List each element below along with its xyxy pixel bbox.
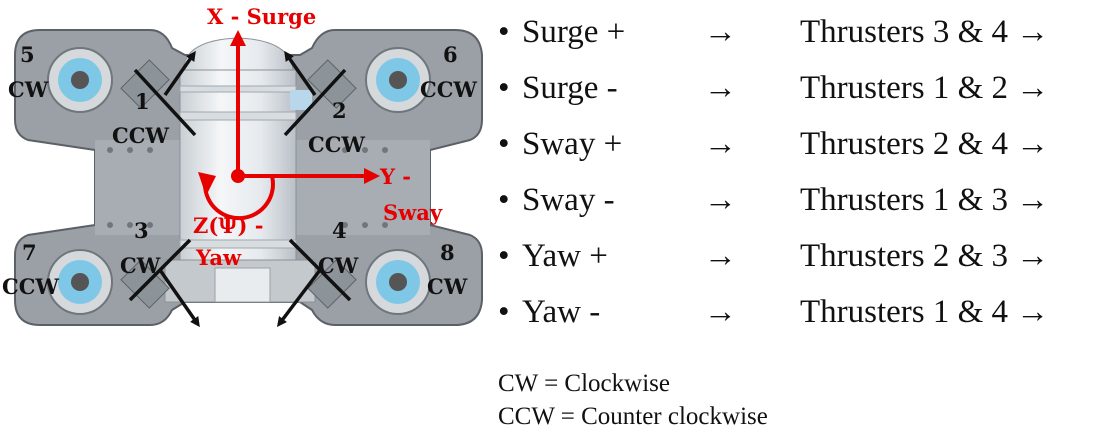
bullet: • (498, 14, 510, 50)
thruster-8-direction: CW (427, 274, 468, 299)
origin-point (231, 169, 245, 183)
right-arrow-icon: → (704, 126, 737, 162)
motion-label: Sway + (522, 126, 623, 162)
thruster-5-number: 5 (20, 42, 35, 67)
vertical-thruster-7 (47, 249, 113, 315)
bullet: • (498, 238, 510, 274)
thrust-arrow-2 (283, 68, 347, 137)
y-axis-label-line1: Y - (379, 164, 411, 189)
bullet: • (498, 126, 510, 162)
thruster-labels: 5 CW 6 CCW 1 CCW 2 CCW 3 CW 4 CW 7 CCW 8… (2, 42, 477, 299)
thrust-arrow-4-head (276, 268, 322, 327)
motion-label: Yaw + (522, 238, 608, 274)
thrusters-label: Thrusters 2 & 4 → (800, 126, 1050, 162)
motion-label: Surge + (522, 14, 626, 50)
right-arrow-icon: → (704, 294, 737, 330)
thrust-arrow-3-head (158, 268, 200, 328)
bullet: • (498, 182, 510, 218)
thruster-2-direction: CCW (308, 132, 365, 157)
bullet: • (498, 70, 510, 106)
legend-cw: CW = Clockwise (498, 370, 670, 397)
thruster-3-direction: CW (120, 253, 161, 278)
motion-label: Yaw - (522, 294, 601, 330)
z-axis-label-line2: Yaw (195, 245, 242, 270)
vertical-thruster-6 (365, 47, 431, 113)
legend-ccw: CCW = Counter clockwise (498, 403, 768, 430)
thrusters-label: Thrusters 1 & 4 → (800, 294, 1050, 330)
motion-label: Surge - (522, 70, 618, 106)
bullet: • (498, 294, 510, 330)
thrust-arrow-1 (133, 68, 197, 137)
thruster-3-number: 3 (134, 218, 149, 243)
thrusters-label: Thrusters 1 & 3 → (800, 182, 1050, 218)
thruster-7-direction: CCW (2, 274, 59, 299)
thruster-7-number: 7 (22, 240, 37, 265)
right-arrow-icon: → (704, 182, 737, 218)
thruster-8-number: 8 (440, 240, 455, 265)
z-axis-label-line1: Z(Ψ) - (193, 213, 263, 238)
thruster-1-number: 1 (135, 89, 150, 114)
thruster-6-direction: CCW (420, 77, 477, 102)
thrusters-label: Thrusters 2 & 3 → (800, 238, 1050, 274)
right-arrow-icon: → (704, 70, 737, 106)
right-arrow-icon: → (704, 14, 737, 50)
thruster-4-number: 4 (332, 218, 347, 243)
thruster-4-direction: CW (318, 253, 359, 278)
thruster-1-direction: CCW (112, 123, 169, 148)
x-axis-label: X - Surge (207, 4, 316, 29)
right-arrow-icon: → (704, 238, 737, 274)
yaw-arc-arrow (203, 175, 275, 221)
thruster-6-number: 6 (443, 42, 458, 67)
body-axes (198, 30, 380, 221)
thrusters-label: Thrusters 3 & 4 → (800, 14, 1050, 50)
motion-label: Sway - (522, 182, 615, 218)
y-axis-label-line2: Sway (383, 200, 443, 225)
thruster-5-direction: CW (8, 77, 49, 102)
thrust-arrows (128, 50, 352, 328)
vertical-thruster-5 (47, 47, 113, 113)
thruster-2-number: 2 (332, 98, 347, 123)
thrust-arrow-2-head (284, 50, 317, 97)
thrusters-label: Thrusters 1 & 2 → (800, 70, 1050, 106)
vertical-thruster-8 (365, 249, 431, 315)
thrust-arrow-1-head (163, 50, 196, 97)
yaw-arc-head (198, 172, 216, 196)
